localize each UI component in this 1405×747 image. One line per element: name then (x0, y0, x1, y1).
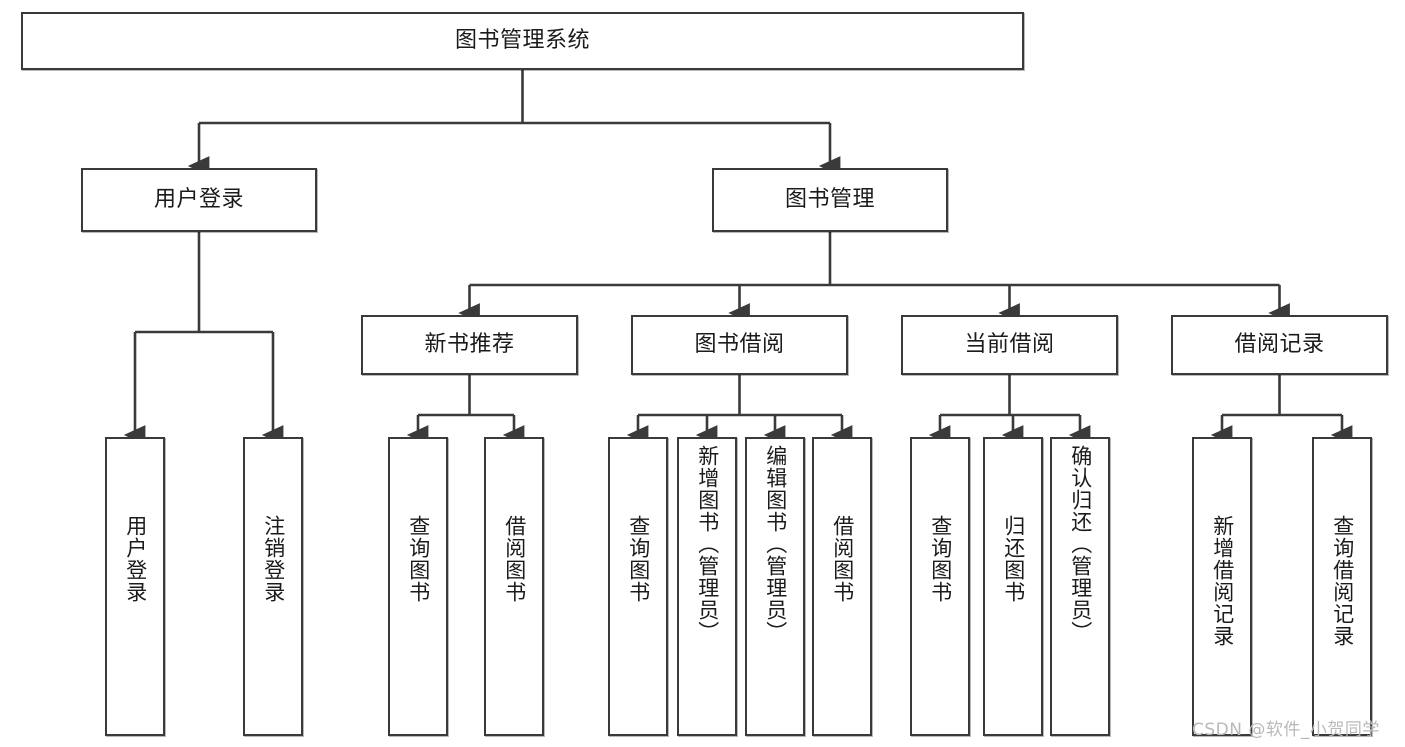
node-leaf-query-record[interactable]: 查询借阅记录 (1312, 437, 1372, 736)
node-leaf-query-book-1[interactable]: 查询图书 (388, 437, 448, 736)
node-label: 新增图书（管理员） (695, 445, 720, 643)
node-label: 确认归还（管理员） (1068, 445, 1093, 643)
node-root[interactable]: 图书管理系统 (21, 12, 1024, 70)
node-l2-book-manage[interactable]: 图书管理 (712, 168, 948, 232)
node-leaf-return-book[interactable]: 归还图书 (983, 437, 1043, 736)
node-label: 编辑图书（管理员） (763, 445, 788, 643)
node-l3-new-book-rec[interactable]: 新书推荐 (361, 315, 578, 375)
node-label: 查询图书 (626, 515, 651, 603)
node-l3-current-borrow[interactable]: 当前借阅 (901, 315, 1118, 375)
node-leaf-borrow-book-1[interactable]: 借阅图书 (484, 437, 544, 736)
node-label: 查询图书 (406, 515, 431, 603)
node-leaf-borrow-book-2[interactable]: 借阅图书 (812, 437, 872, 736)
node-l3-borrow-record[interactable]: 借阅记录 (1171, 315, 1388, 375)
node-label: 借阅图书 (502, 515, 527, 603)
node-leaf-confirm-return[interactable]: 确认归还（管理员） (1050, 437, 1110, 736)
node-leaf-user-logout[interactable]: 注销登录 (243, 437, 303, 736)
node-label: 当前借阅 (964, 331, 1055, 357)
node-label: 用户登录 (123, 515, 148, 603)
node-label: 注销登录 (261, 515, 286, 603)
node-label: 借阅记录 (1234, 331, 1325, 357)
node-label: 用户登录 (153, 186, 244, 212)
node-label: 查询借阅记录 (1330, 515, 1355, 647)
node-label: 查询图书 (928, 515, 953, 603)
node-leaf-add-record[interactable]: 新增借阅记录 (1192, 437, 1252, 736)
node-label: 借阅图书 (830, 515, 855, 603)
node-label: 图书借阅 (694, 331, 785, 357)
node-l3-book-borrow[interactable]: 图书借阅 (631, 315, 848, 375)
node-leaf-query-book-3[interactable]: 查询图书 (910, 437, 970, 736)
node-label: 归还图书 (1001, 515, 1026, 603)
node-leaf-edit-book[interactable]: 编辑图书（管理员） (745, 437, 805, 736)
node-label: 新增借阅记录 (1210, 515, 1235, 647)
node-leaf-user-login[interactable]: 用户登录 (105, 437, 165, 736)
node-l2-user-login[interactable]: 用户登录 (81, 168, 317, 232)
node-label: 图书管理系统 (454, 27, 590, 53)
node-leaf-query-book-2[interactable]: 查询图书 (608, 437, 668, 736)
node-label: 图书管理 (784, 186, 875, 212)
node-label: 新书推荐 (424, 331, 515, 357)
node-leaf-add-book[interactable]: 新增图书（管理员） (677, 437, 737, 736)
connector-group (123, 70, 1353, 445)
